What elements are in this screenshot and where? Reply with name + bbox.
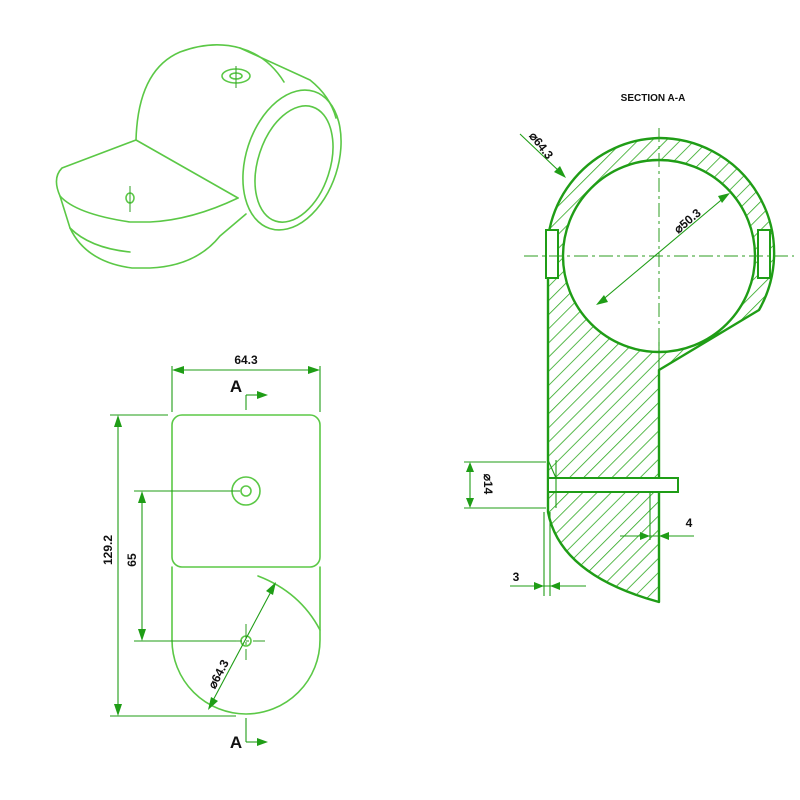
section-title: SECTION A-A	[621, 93, 686, 104]
end-diameter-dim-label: ⌀64.3	[205, 657, 232, 691]
outer-diameter-dim-label: ⌀64.3	[526, 129, 556, 162]
width-dim-label: 64.3	[234, 353, 258, 367]
hole-offset-dim-label: 65	[125, 553, 139, 567]
wall-offset-dim-label: 3	[513, 570, 520, 584]
front-view: 64.3 A 129.2 65 ⌀64.3 A	[101, 353, 321, 752]
section-mark-bottom: A	[230, 733, 242, 752]
section-body	[545, 136, 776, 604]
section-mark-top: A	[230, 377, 242, 396]
height-total-dim-label: 129.2	[101, 535, 115, 565]
section-view: SECTION A-A ⌀64.3 ⌀50.3 ⌀14	[464, 93, 794, 604]
hole-diameter-dim-label: ⌀14	[481, 474, 495, 495]
inner-diameter-dim-label: ⌀50.3	[671, 206, 704, 237]
isometric-view	[55, 44, 342, 269]
counterbore-dim-label: 4	[686, 516, 693, 530]
